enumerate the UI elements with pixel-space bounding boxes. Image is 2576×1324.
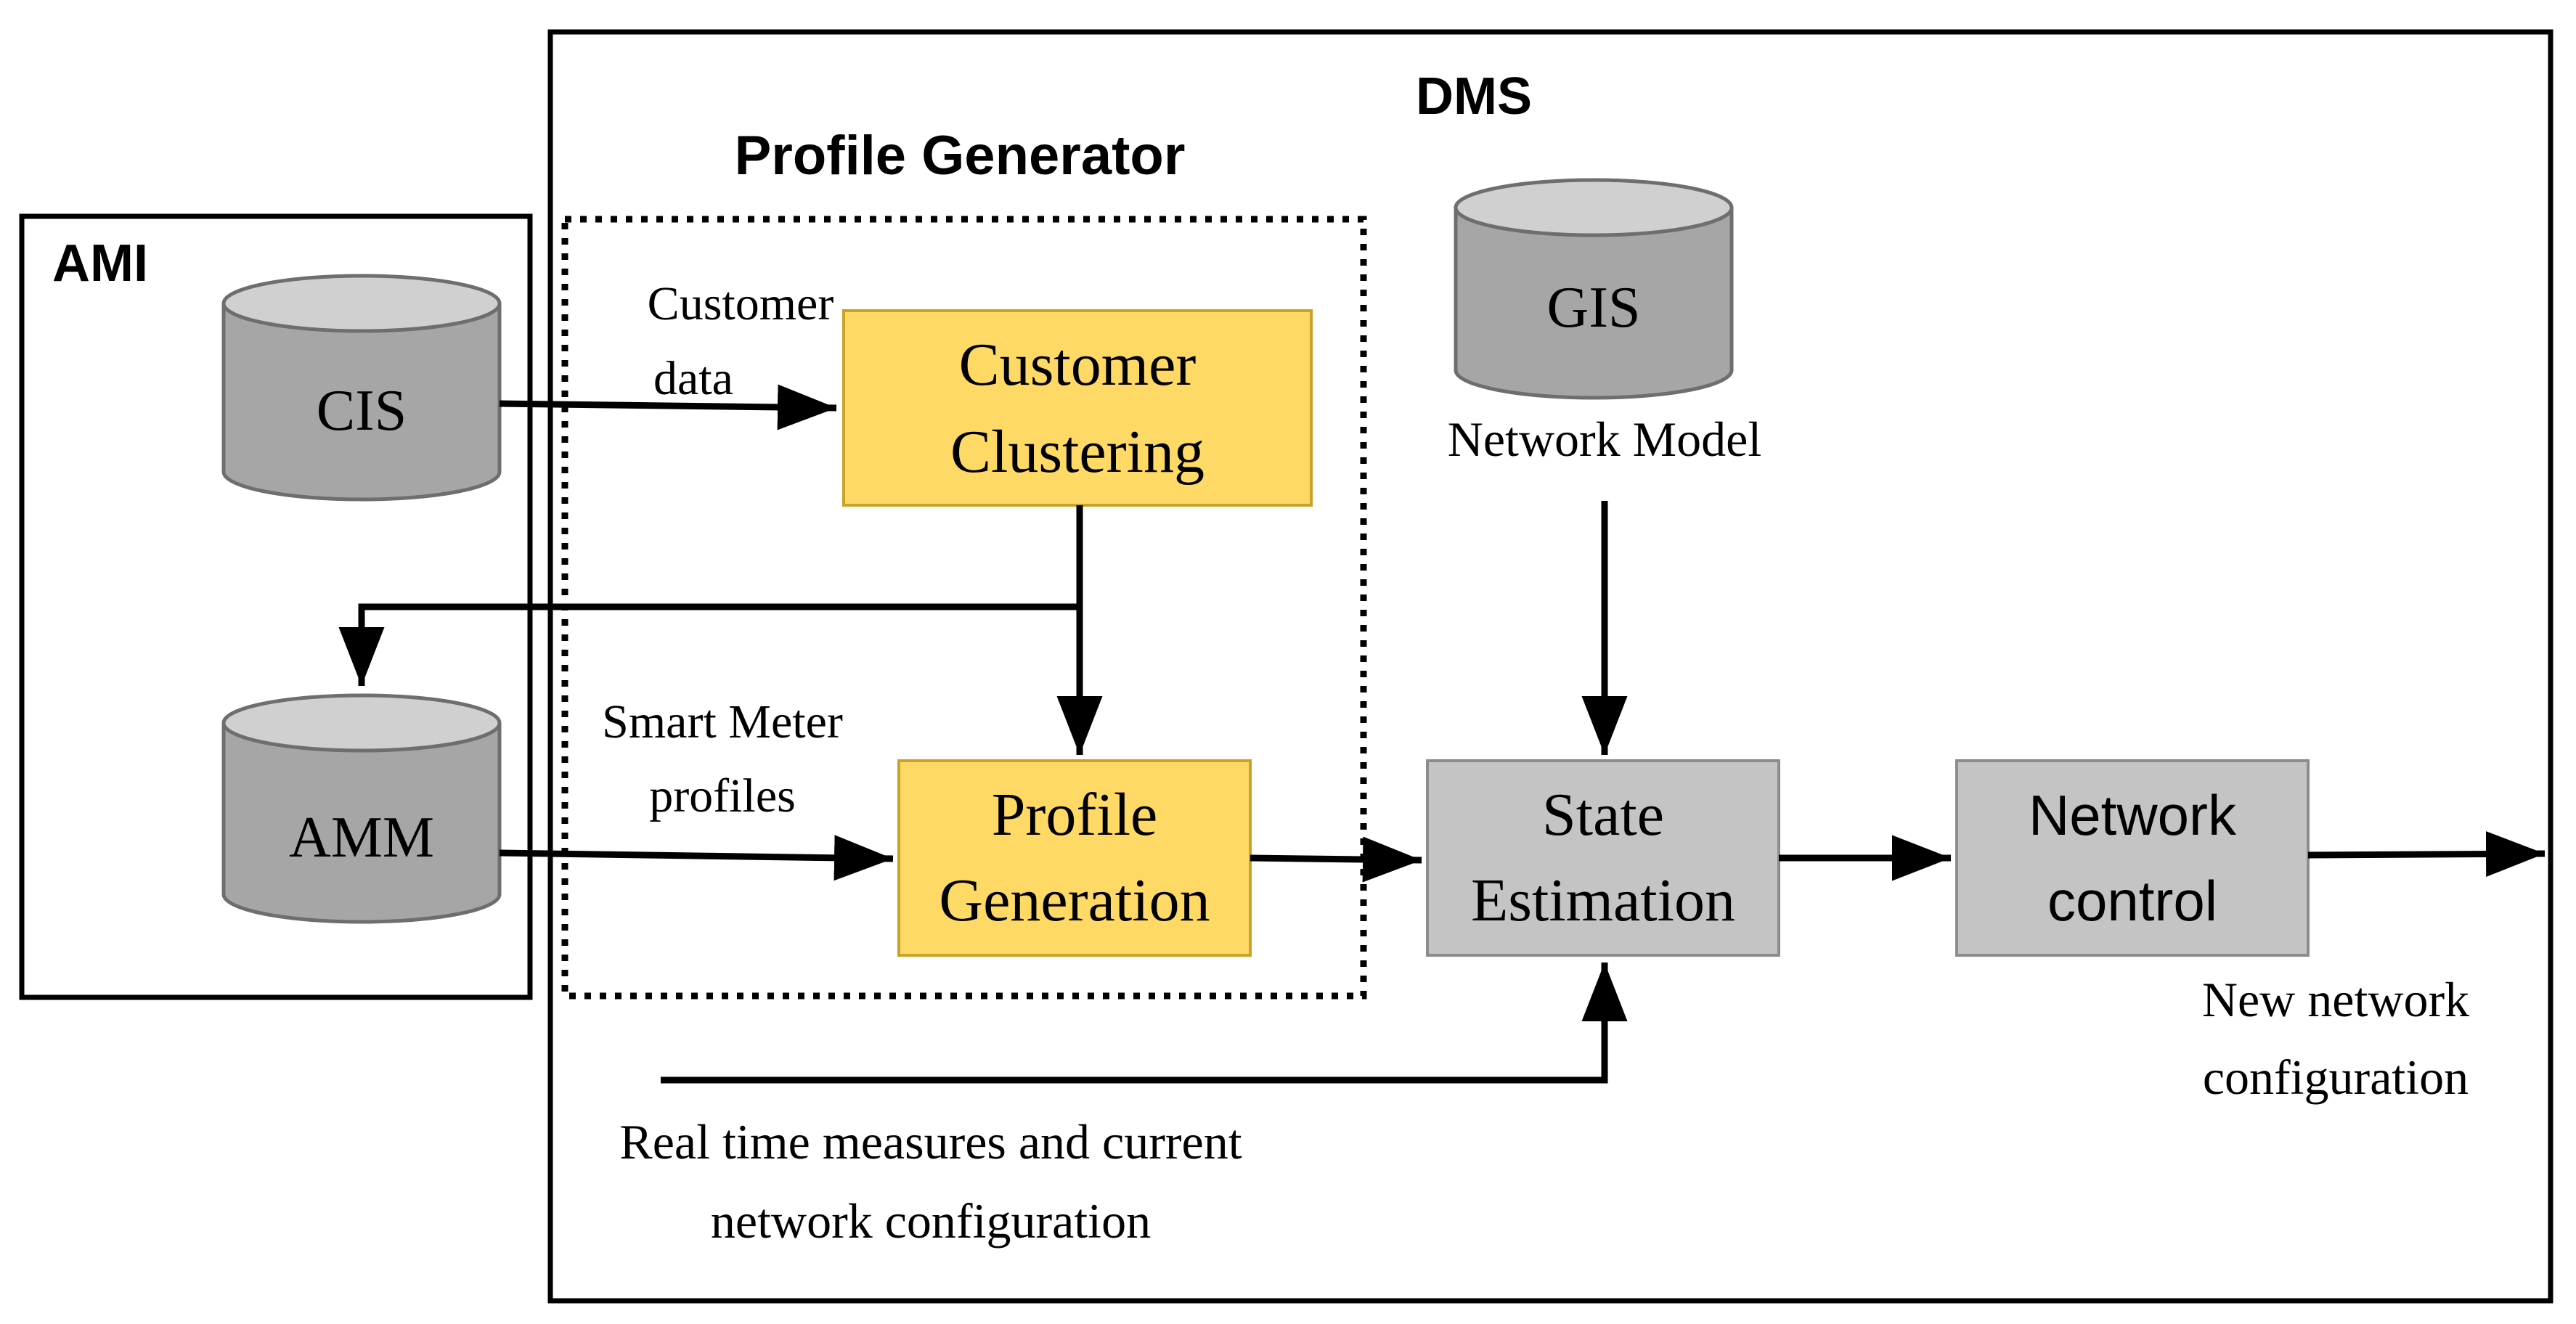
network-model-label: Network Model [1448,412,1761,467]
state-estimation-line2: Estimation [1471,867,1735,934]
profile-generation-line1: Profile [992,781,1158,849]
amm-to-profile-generation-arrow [499,835,894,881]
state-estimation-line1: State [1542,781,1664,849]
customer-data-label-line1: Customer [648,277,834,330]
profile-generator-label: Profile Generator [735,125,1186,187]
network-control-box: Network control [1955,759,2310,957]
state-estimation-box: State Estimation [1426,759,1780,957]
cis-label: CIS [317,379,407,443]
customer-clustering-box: Customer Clustering [842,309,1313,507]
customer-data-label-line2: data [653,352,733,405]
new-network-configuration-line1: New network [2202,972,2469,1027]
amm-database: AMM [221,693,502,924]
profile-generation-line2: Generation [939,867,1210,934]
real-time-label-line2: network configuration [711,1193,1151,1249]
network-control-line1: Network [2029,783,2237,847]
smart-meter-profiles-label-line1: Smart Meter [602,695,843,748]
network-control-line2: control [2047,869,2217,933]
clustering-to-amm-connector [338,505,1083,686]
real-time-to-state-estimation-connector [661,963,1628,1084]
profile-generation-box: Profile Generation [897,759,1252,957]
customer-clustering-line1: Customer [959,331,1197,399]
smart-meter-profiles-label-line2: profiles [649,769,796,822]
new-network-configuration-line2: configuration [2203,1050,2469,1105]
cis-to-clustering-arrow [499,384,837,430]
dms-container [547,29,2553,1304]
customer-clustering-line2: Clustering [950,418,1205,486]
amm-label: AMM [289,806,434,870]
gis-database: GIS [1454,178,1734,400]
dms-label: DMS [1416,68,1532,126]
cis-database: CIS [221,274,502,502]
real-time-label-line1: Real time measures and current [619,1114,1242,1169]
network-control-output-arrow [2307,830,2546,877]
gis-label: GIS [1547,276,1641,340]
ami-label: AMI [52,234,148,293]
profile-generation-to-state-estimation-arrow [1250,836,1422,883]
